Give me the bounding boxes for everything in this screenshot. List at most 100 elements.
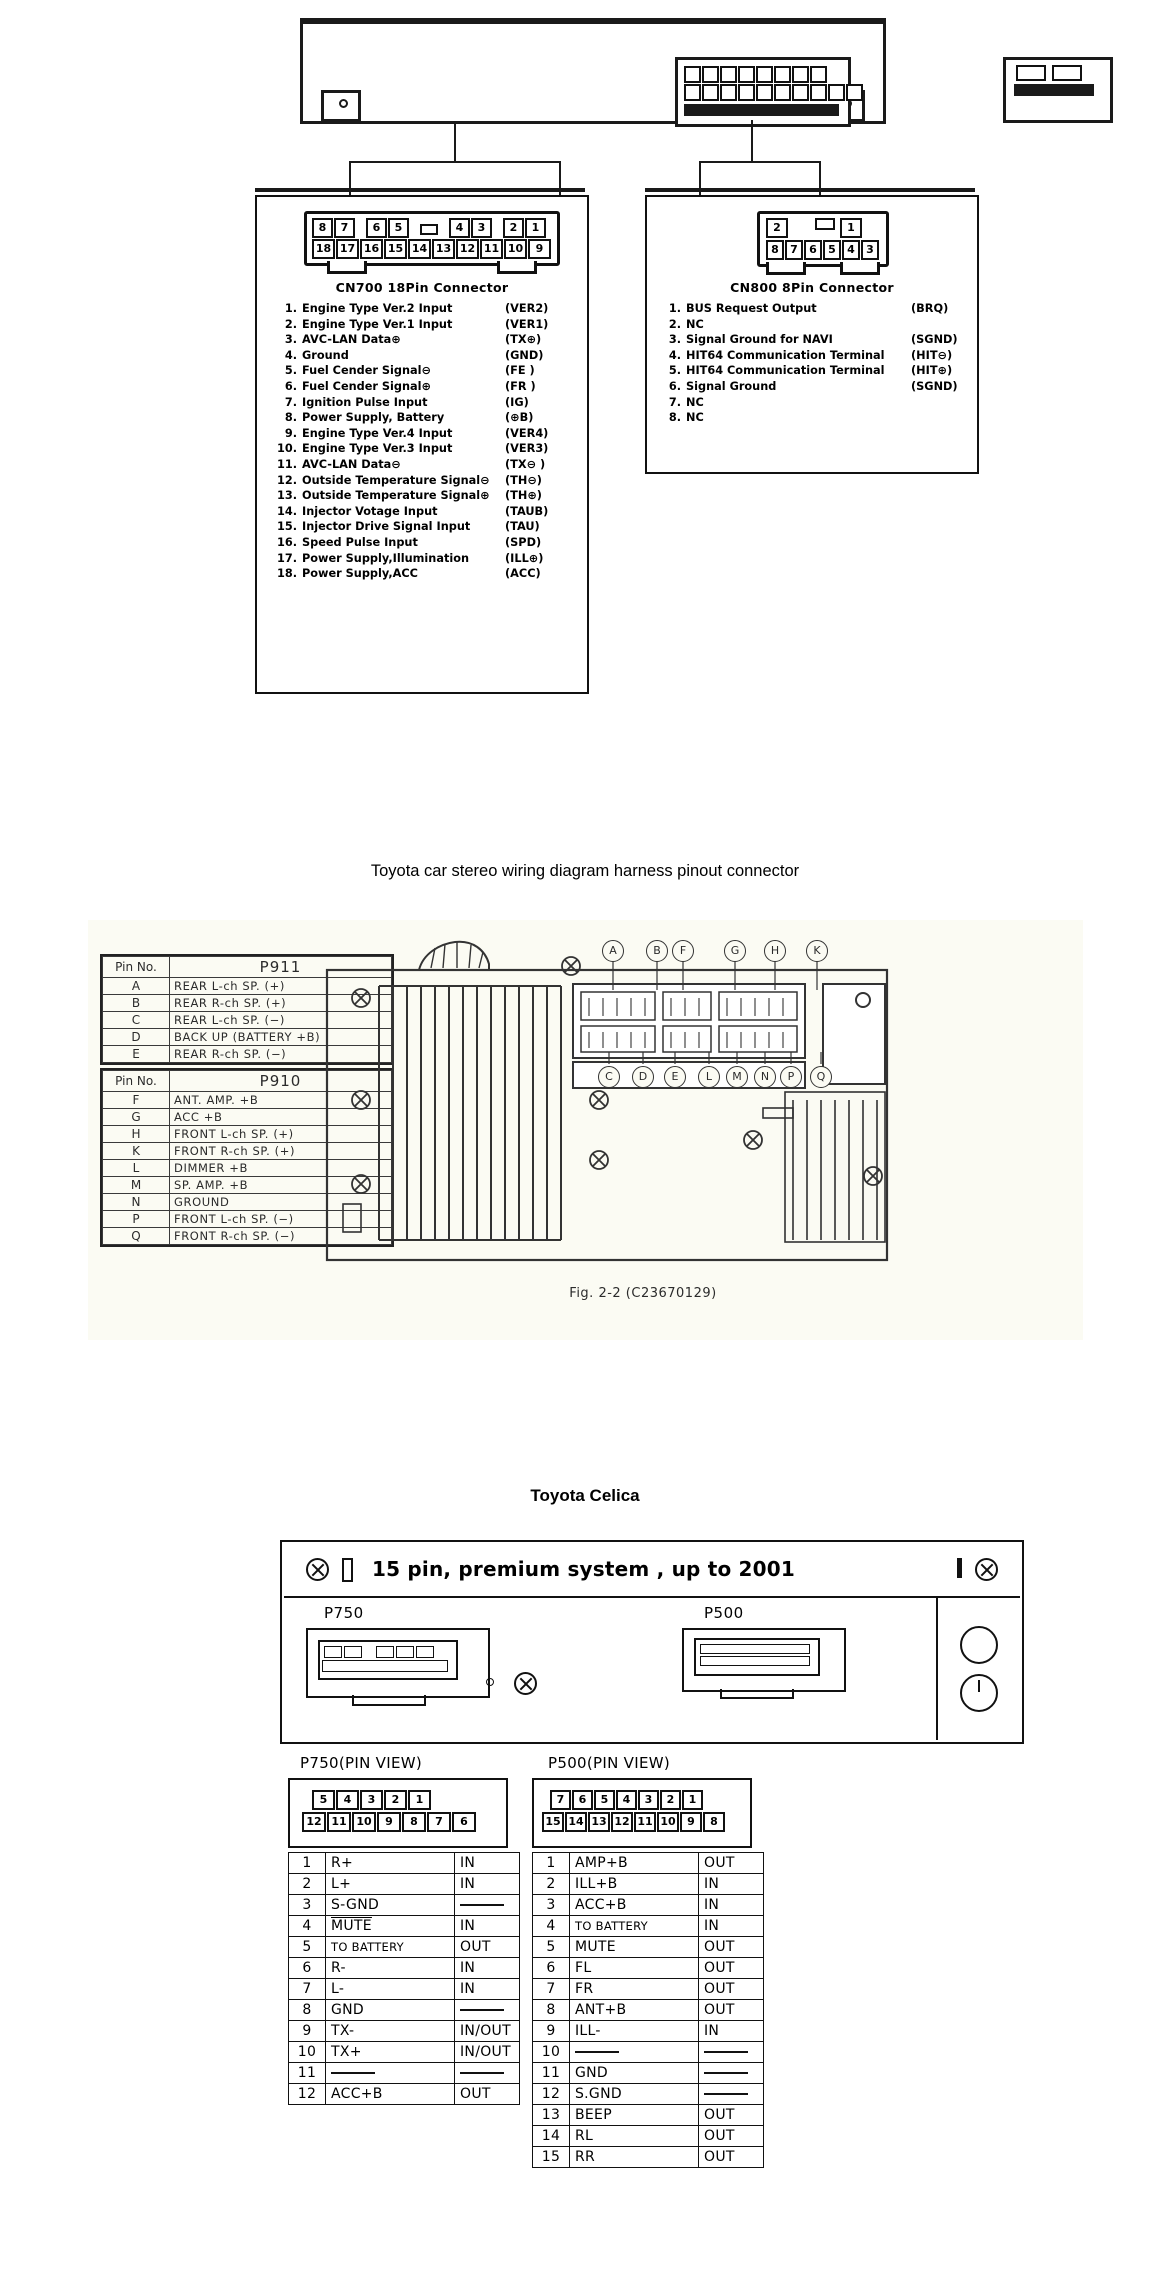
knob-upper: [960, 1626, 998, 1664]
cn700-pin-17: 17: [336, 239, 359, 259]
pin-direction: [454, 2062, 520, 2084]
pin-number: 13: [532, 2104, 570, 2126]
cn800-pin-housing: 2 1 8 7 6 5 4 3: [757, 211, 889, 275]
pin-function: Ground: [302, 348, 349, 362]
p750-pinview-label: P750(PIN VIEW): [300, 1754, 423, 1772]
pin-function: SP. AMP. +B: [169, 1176, 392, 1194]
pin-letter: C: [102, 1011, 170, 1029]
pin-function: [569, 2041, 699, 2063]
pin-direction: IN/OUT: [454, 2041, 520, 2063]
pin-number: 5: [532, 1936, 570, 1958]
pinview-cell-3: 3: [360, 1790, 383, 1810]
cn700-pin-13: 13: [432, 239, 455, 259]
pin-function: L+: [325, 1873, 455, 1895]
pin-direction: OUT: [698, 2146, 764, 2168]
cn700-pin-row-bottom: 18 17 16 15 14 13 12 11 10 9: [312, 239, 552, 259]
pin-list-item: 8.Power Supply, Battery(⊕B): [277, 410, 577, 426]
pin-number: 10: [288, 2041, 326, 2063]
pin-list-item: 14.Injector Votage Input(TAUB): [277, 504, 577, 520]
pin-number: 17.: [277, 551, 298, 565]
pin-direction: IN: [454, 1978, 520, 2000]
spec-banner: 15 pin, premium system , up to 2001: [284, 1544, 1020, 1598]
callout-bubble-a: A: [602, 940, 624, 962]
cn700-pin-row-top: 8 7 6 5 4 3 2 1: [312, 218, 552, 238]
pinview-cell-9: 9: [377, 1812, 401, 1832]
pinview-cell-12: 12: [302, 1812, 326, 1832]
pin-number: 6.: [668, 379, 681, 393]
pin-signal-code: (TH⊕): [505, 489, 542, 503]
cn700-detail-panel: 8 7 6 5 4 3 2 1 18 17 16 15 14 13: [255, 195, 589, 694]
pin-number: 14.: [277, 504, 298, 518]
pinview-cell-11: 11: [327, 1812, 351, 1832]
pin-list-item: 9.Engine Type Ver.4 Input(VER4): [277, 426, 577, 442]
p910-header-pin-no: Pin No.: [102, 1070, 170, 1092]
cn800-keying-tab: [815, 218, 835, 230]
callout-bubble-c: C: [598, 1066, 620, 1088]
pin-direction: [698, 2041, 764, 2063]
pin-function: MUTE: [325, 1915, 455, 1937]
pin-function: Power Supply, Battery: [302, 411, 445, 425]
cn700-pin-3: 3: [471, 218, 492, 238]
cn800-caption: CN800 8Pin Connector: [730, 280, 894, 295]
dot-marker: [486, 1678, 494, 1686]
pin-signal-code: (ILL⊕): [505, 551, 544, 565]
pin-signal-code: (HIT⊕): [911, 364, 953, 378]
pin-function: Signal Ground: [686, 379, 777, 393]
pin-list-item: 1.Engine Type Ver.2 Input(VER2): [277, 301, 577, 317]
pin-function: NC: [686, 317, 704, 331]
pin-number: 6: [288, 1957, 326, 1979]
pin-direction: [454, 1894, 520, 1916]
pin-signal-code: (TAUB): [505, 504, 549, 518]
pin-number: 3: [532, 1894, 570, 1916]
pinview-cell-1: 1: [408, 1790, 431, 1810]
cn700-pin-10: 10: [504, 239, 527, 259]
cn800-pin-8: 8: [766, 240, 784, 260]
pin-direction: IN: [698, 2020, 764, 2042]
pin-list-item: 6. Signal Ground (SGND): [661, 379, 971, 395]
pin-signal-code: (SGND): [911, 379, 958, 393]
pin-list-item: 8.NC: [661, 410, 971, 426]
pin-function: GROUND: [169, 1193, 392, 1211]
pin-function: ILL+B: [569, 1873, 699, 1895]
knob-lower: [960, 1674, 998, 1712]
pin-direction: IN: [698, 1894, 764, 1916]
pin-function: Speed Pulse Input: [302, 535, 418, 549]
pin-function: REAR R-ch SP. (−): [169, 1045, 392, 1063]
pin-number: 18.: [277, 567, 298, 581]
pin-function: Signal Ground for NAVI: [686, 333, 833, 347]
pin-signal-code: (VER2): [505, 302, 549, 315]
spec-banner-text: 15 pin, premium system , up to 2001: [372, 1557, 796, 1581]
callout-bubble-h: H: [764, 940, 786, 962]
pin-function: S.GND: [569, 2083, 699, 2105]
p911-header-pin-no: Pin No.: [102, 956, 170, 978]
celica-head-unit: 15 pin, premium system , up to 2001 P750…: [280, 1540, 1024, 1744]
screw-icon-banner-left: [306, 1558, 329, 1581]
pin-signal-code: (HIT⊖): [911, 348, 953, 362]
pin-list-item: 7.NC: [661, 395, 971, 411]
pin-signal-code: (FR ): [505, 379, 536, 393]
pin-number: 11: [288, 2062, 326, 2084]
pin-direction: IN: [698, 1873, 764, 1895]
pin-function: R-: [325, 1957, 455, 1979]
pinview-cell-10: 10: [657, 1812, 679, 1832]
callout-bubble-l: L: [698, 1066, 720, 1088]
callout-bubble-e: E: [664, 1066, 686, 1088]
cn700-pin-1: 1: [525, 218, 546, 238]
p500-connector-illustration: [682, 1628, 846, 1699]
